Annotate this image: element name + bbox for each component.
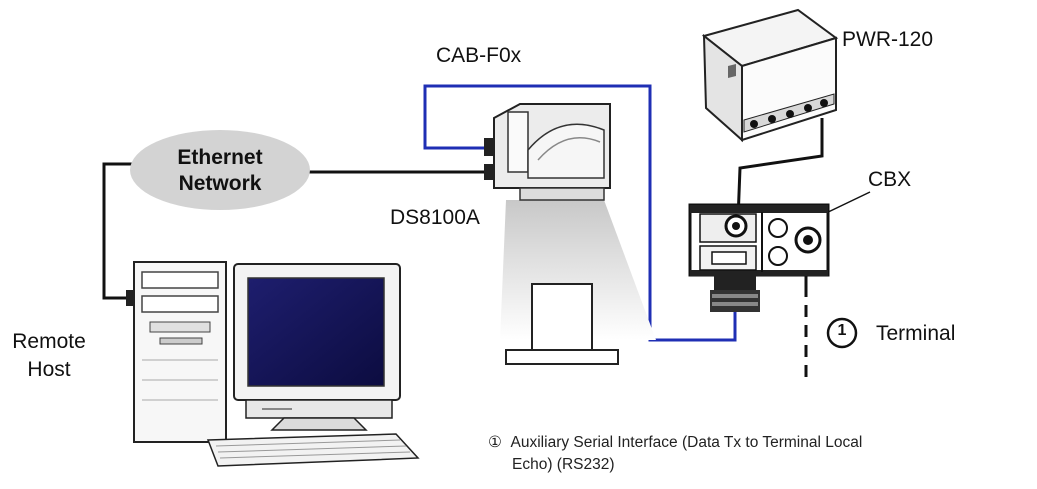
computer-icon <box>126 261 420 467</box>
terminal-marker-number: 1 <box>837 322 847 339</box>
remote-label-line2: Host <box>27 358 71 381</box>
target-object <box>505 283 619 365</box>
cloud-icon <box>130 130 310 210</box>
blue-cable <box>423 84 737 342</box>
footnote-text-line2: Echo) (RS232) <box>512 456 615 473</box>
footnote-marker: ① <box>488 434 502 451</box>
footnote: ① Auxiliary Serial Interface (Data Tx to… <box>488 432 1028 476</box>
footnote-line1: ① Auxiliary Serial Interface (Data Tx to… <box>488 432 1028 454</box>
terminal-label: Terminal <box>876 322 956 345</box>
connection-box-icon <box>688 203 830 277</box>
power-supply-label: PWR-120 <box>842 28 934 51</box>
ethernet-label-line1: Ethernet <box>177 146 263 169</box>
terminal-marker-circle <box>826 317 858 349</box>
serial-connector <box>710 276 760 312</box>
ethernet-label-line2: Network <box>178 172 262 195</box>
ethernet-network-label: Ethernet Network <box>150 145 290 197</box>
cbx-pointer-line <box>821 191 871 216</box>
footnote-text-line1: Auxiliary Serial Interface (Data Tx to T… <box>510 434 863 451</box>
scanner-label: DS8100A <box>390 206 480 229</box>
remote-label-line1: Remote <box>12 330 86 353</box>
cable-label: CAB-F0x <box>436 44 522 67</box>
power-supply-icon <box>701 8 839 143</box>
cbx-label: CBX <box>868 168 912 191</box>
power-cable <box>736 118 824 221</box>
remote-host-label: Remote Host <box>8 328 90 384</box>
